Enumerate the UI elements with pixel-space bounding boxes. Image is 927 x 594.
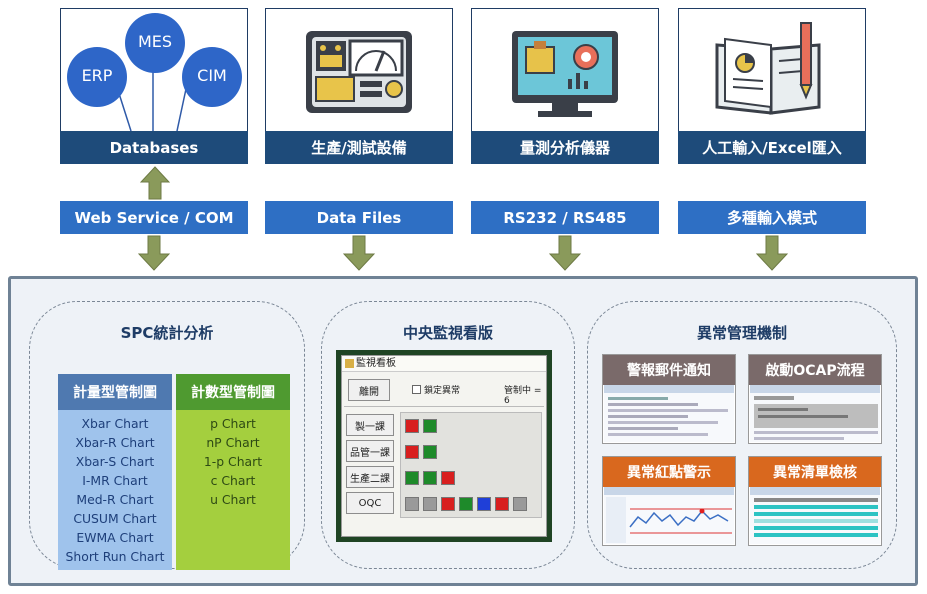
anomaly-title: 異常管理機制 [696, 324, 787, 342]
interface-data-files: Data Files [265, 201, 453, 234]
source-label-equipment: 生產/測試設備 [265, 131, 453, 164]
dept-button-1[interactable]: 製一課 [346, 414, 394, 436]
bubble-mes: MES [137, 32, 173, 51]
list-item: p Chart [210, 416, 256, 431]
dept-button-2[interactable]: 品管一課 [346, 440, 394, 462]
ocap-flow-label: 啟動OCAP流程 [749, 355, 881, 385]
dashboard-window: 監視看板 離開 鎖定異常 管制中 = 6 製一課 品管一課 生產二課 OQC [336, 350, 552, 542]
list-screenshot-thumbnail [750, 487, 880, 544]
bubble-cim: CIM [197, 66, 227, 85]
list-item: u Chart [210, 492, 256, 507]
red-dot-thumbnail-graphic [604, 487, 734, 543]
database-bubbles-icon [67, 13, 242, 131]
list-item: Med-R Chart [76, 492, 154, 507]
variable-chart-column: 計量型管制圖 Xbar Chart Xbar-R Chart Xbar-S Ch… [58, 374, 172, 570]
attribute-chart-column: 計數型管制圖 p Chart nP Chart 1-p Chart c Char… [176, 374, 290, 570]
status-lamp[interactable] [513, 497, 527, 511]
control-panel-icon [306, 31, 412, 113]
attribute-chart-list: p Chart nP Chart 1-p Chart c Chart u Cha… [176, 410, 290, 570]
interface-multi-input: 多種輸入模式 [678, 201, 866, 234]
list-item: Xbar-R Chart [75, 435, 155, 450]
anomaly-list-box[interactable]: 異常清單檢核 [748, 456, 882, 546]
variable-chart-list: Xbar Chart Xbar-R Chart Xbar-S Chart I-M… [58, 410, 172, 570]
anomaly-group: 異常管理機制 警報郵件通知 啟動OCAP流程 [587, 301, 897, 569]
status-lamp[interactable] [423, 419, 437, 433]
red-dot-alert-label: 異常紅點警示 [603, 457, 735, 487]
up-arrow-icon [140, 166, 170, 200]
window-app-icon [345, 359, 354, 368]
bubble-erp: ERP [81, 66, 113, 85]
source-label-instruments: 量測分析儀器 [471, 131, 659, 164]
source-card-manual [678, 8, 866, 132]
interface-web-service: Web Service / COM [60, 201, 248, 234]
exit-button[interactable]: 離開 [348, 379, 390, 401]
dashboard-group: 中央監視看版 監視看板 離開 鎖定異常 管制中 = 6 製一課 品管一課 生產二… [321, 301, 575, 569]
variable-chart-header: 計量型管制圖 [58, 374, 172, 410]
dept-button-4[interactable]: OQC [346, 492, 394, 514]
list-item: nP Chart [206, 435, 260, 450]
source-label-databases: Databases [60, 131, 248, 164]
list-item: EWMA Chart [76, 530, 154, 545]
monitor-analysis-icon [512, 31, 618, 117]
anomaly-list-thumbnail-graphic [750, 487, 880, 537]
down-arrow-icon [343, 235, 375, 271]
redpoint-screenshot-thumbnail [604, 487, 734, 544]
spc-group: SPC統計分析 計量型管制圖 Xbar Chart Xbar-R Chart X… [29, 301, 305, 570]
status-lamp[interactable] [477, 497, 491, 511]
status-text: 管制中 = 6 [504, 386, 542, 406]
dashboard-window-body: 監視看板 離開 鎖定異常 管制中 = 6 製一課 品管一課 生產二課 OQC [341, 355, 547, 537]
notebook-pen-icon [715, 22, 821, 115]
lock-anomaly-label: 鎖定異常 [424, 386, 461, 396]
status-lamp[interactable] [459, 497, 473, 511]
email-thumbnail-graphic [604, 385, 734, 436]
source-label-manual: 人工輸入/Excel匯入 [678, 131, 866, 164]
status-lamp[interactable] [405, 419, 419, 433]
lock-anomaly-checkbox[interactable] [412, 385, 421, 394]
list-item: Short Run Chart [65, 549, 165, 564]
down-arrow-icon [138, 235, 170, 271]
spc-title: SPC統計分析 [120, 324, 214, 342]
status-lamp[interactable] [441, 497, 455, 511]
alert-email-box[interactable]: 警報郵件通知 [602, 354, 736, 444]
system-panel: SPC統計分析 計量型管制圖 Xbar Chart Xbar-R Chart X… [8, 276, 918, 586]
source-card-databases: ERP MES CIM [60, 8, 248, 132]
status-lamp[interactable] [423, 497, 437, 511]
anomaly-list-label: 異常清單檢核 [749, 457, 881, 487]
window-titlebar: 監視看板 [342, 356, 546, 372]
source-card-equipment [265, 8, 453, 132]
status-lamp[interactable] [423, 445, 437, 459]
list-item: c Chart [210, 473, 256, 488]
list-item: 1-p Chart [203, 454, 263, 469]
status-lamp[interactable] [405, 445, 419, 459]
ocap-screenshot-thumbnail [750, 385, 880, 442]
status-lamp[interactable] [405, 497, 419, 511]
email-screenshot-thumbnail [604, 385, 734, 442]
ocap-flow-box[interactable]: 啟動OCAP流程 [748, 354, 882, 444]
red-dot-alert-box[interactable]: 異常紅點警示 [602, 456, 736, 546]
list-item: Xbar-S Chart [75, 454, 155, 469]
divider [344, 406, 544, 407]
status-lamp[interactable] [423, 471, 437, 485]
down-arrow-icon [756, 235, 788, 271]
lamp-grid [400, 412, 542, 518]
status-lamp[interactable] [405, 471, 419, 485]
interface-rs232: RS232 / RS485 [471, 201, 659, 234]
list-item: I-MR Chart [82, 473, 148, 488]
status-lamp[interactable] [495, 497, 509, 511]
list-item: CUSUM Chart [73, 511, 157, 526]
window-title: 監視看板 [356, 358, 396, 369]
status-lamp[interactable] [441, 471, 455, 485]
attribute-chart-header: 計數型管制圖 [176, 374, 290, 410]
down-arrow-icon [549, 235, 581, 271]
dashboard-title: 中央監視看版 [402, 324, 493, 342]
alert-email-label: 警報郵件通知 [603, 355, 735, 385]
source-card-instruments [471, 8, 659, 132]
list-item: Xbar Chart [81, 416, 149, 431]
dept-button-3[interactable]: 生產二課 [346, 466, 394, 488]
ocap-thumbnail-graphic [750, 385, 880, 440]
